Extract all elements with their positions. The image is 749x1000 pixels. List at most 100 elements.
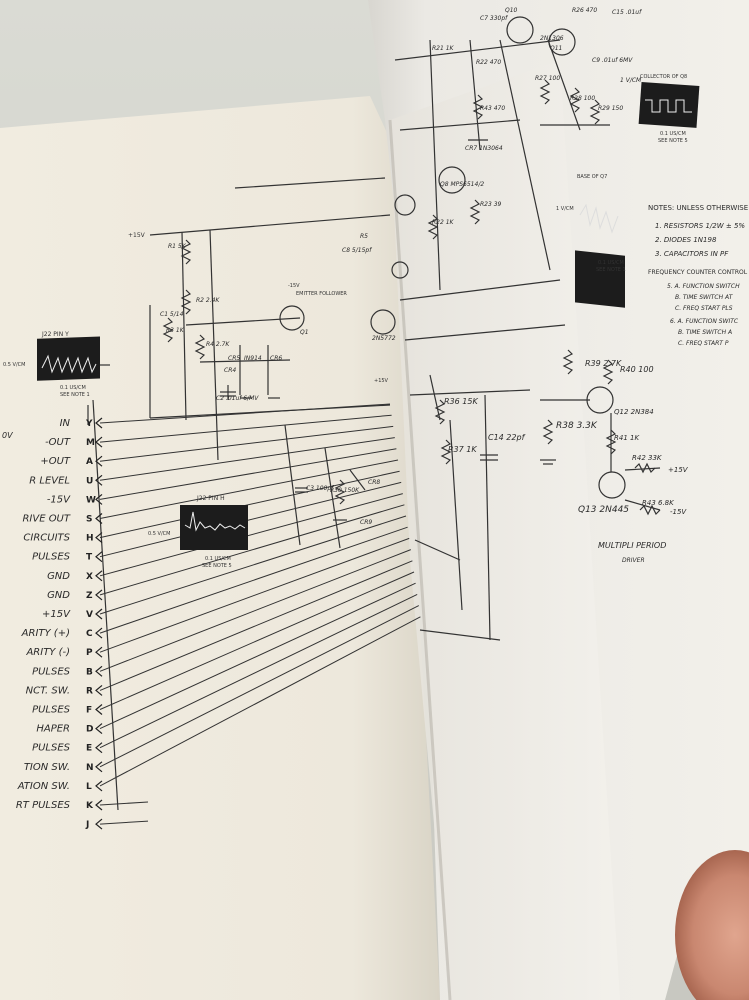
- component-label: C1 5/14: [160, 311, 184, 318]
- pin-line: [99, 459, 399, 519]
- pin-letter: T: [86, 553, 93, 563]
- pin-line: [99, 481, 402, 558]
- scope-mid-time: 0.1 US/CM: [205, 556, 231, 562]
- pin-line: [99, 470, 400, 539]
- component-label: R3 1K: [166, 327, 185, 334]
- pin-label: RT PULSES: [16, 800, 71, 811]
- pin-letter: Z: [86, 591, 93, 601]
- component-label: Q13 2N445: [578, 505, 629, 515]
- component-label: Q10: [505, 7, 518, 14]
- pin-label: R LEVEL: [29, 475, 70, 486]
- scope-mid-ref: SEE NOTE 5: [202, 563, 232, 569]
- component-label: R41 1K: [614, 434, 640, 442]
- scope-base: BASE OF Q7 1 V/CM 0.1 US/CM SEE NOTE 1: [556, 174, 626, 308]
- component-label: 2N1306: [540, 35, 564, 42]
- component-label: IN914: [244, 355, 262, 362]
- control-heading: FREQUENCY COUNTER CONTROL: [648, 269, 748, 276]
- control-item-2: B. TIME SWITCH AT: [675, 294, 734, 301]
- pin-letter: P: [86, 648, 93, 658]
- pin-chevron: [95, 665, 103, 677]
- pin-line: [99, 448, 397, 500]
- notes-line-1: 1. RESISTORS 1/2W ± 5%: [655, 222, 745, 230]
- pin-letter: L: [86, 782, 92, 792]
- pin-chevron: [95, 513, 103, 524]
- pin-line: [99, 820, 149, 825]
- scope-base-trace: [579, 203, 619, 234]
- component-label: C15 .01uf: [612, 9, 642, 16]
- pin-label: ARITY (+): [21, 628, 70, 639]
- component-label: CR7 1N3064: [465, 145, 503, 152]
- component-label: R36 15K: [444, 397, 478, 406]
- component-label: 1 V/CM: [620, 77, 642, 84]
- pin-letter: D: [86, 725, 93, 735]
- scope-base-title: BASE OF Q7: [577, 174, 607, 180]
- scope-collector-ref: SEE NOTE 5: [658, 138, 688, 144]
- pin-chevron: [95, 723, 103, 735]
- component-label: R43 6.8K: [642, 499, 675, 507]
- scope-top-time: 0.1 US/CM: [60, 385, 86, 391]
- pin-label: RIVE OUT: [22, 514, 70, 525]
- pin-letter: S: [86, 515, 92, 525]
- right-minus15: -15V: [670, 508, 687, 516]
- pin-label: TION SW.: [24, 762, 70, 773]
- scope-collector-time: 0.1 US/CM: [660, 131, 686, 137]
- component-label: R37 1K: [448, 445, 477, 454]
- scope-top: J22 PIN Y 0.5 V/CM 0.1 US/CM SEE NOTE 1: [3, 331, 100, 398]
- right-caption: MULTIPLI PERIOD: [598, 541, 666, 550]
- component-label: CR5: [228, 355, 240, 362]
- component-label: R43 470: [480, 105, 505, 112]
- pin-line: [99, 437, 395, 481]
- pin-letter: J: [85, 820, 89, 830]
- component-label: R30 150K: [330, 487, 360, 494]
- component-label: R29 150: [598, 105, 623, 112]
- pin-label: GND: [47, 590, 70, 601]
- pin-line: [99, 593, 418, 749]
- component-label: R42 33K: [632, 454, 663, 462]
- pin-chevron: [95, 493, 103, 505]
- pin-letter: N: [86, 763, 94, 773]
- pin-chevron: [95, 761, 103, 773]
- component-label: R39 2.7K: [585, 359, 622, 368]
- left-edge-0v: 0V: [2, 431, 13, 440]
- pin-chevron: [95, 646, 103, 658]
- scope-mid-scale: 0.5 V/CM: [148, 531, 170, 537]
- component-label: CR9: [360, 519, 372, 526]
- pin-letter: W: [86, 495, 96, 505]
- pin-line: [99, 403, 391, 424]
- pin-line: [99, 616, 421, 787]
- pin-label: +OUT: [40, 456, 71, 467]
- pin-chevron: [95, 684, 103, 696]
- component-label: CR6: [270, 355, 282, 362]
- component-label: Q1: [300, 329, 309, 336]
- neg-supply-label: -15V: [288, 283, 300, 289]
- pin-label: GND: [47, 571, 70, 582]
- pin-line: [99, 515, 407, 615]
- component-label: R27 100: [535, 75, 560, 82]
- component-label: R38 3.3K: [556, 421, 598, 431]
- pin-letter: F: [86, 706, 92, 716]
- component-label: C8 5/15pf: [342, 247, 372, 254]
- pin-label: IN: [60, 418, 71, 429]
- component-label: R2 2.4K: [196, 297, 220, 304]
- notes-heading: NOTES: UNLESS OTHERWISE: [648, 204, 748, 212]
- pin-letter: U: [86, 476, 93, 486]
- pin-line: [99, 582, 416, 730]
- pin-chevron: [95, 474, 103, 486]
- component-label: C3 100pf: [306, 485, 334, 492]
- pin-line: [99, 801, 149, 806]
- pin-letter: Y: [85, 419, 93, 429]
- pin-line: [99, 526, 408, 634]
- pin-line: [99, 571, 415, 710]
- pin-label: PULSES: [32, 743, 71, 754]
- scope-base-time: 0.1 US/CM: [598, 260, 624, 266]
- component-label: C2 .01uf 6/MV: [216, 395, 259, 402]
- pin-chevron: [95, 608, 103, 620]
- pin-chevron: [95, 627, 103, 639]
- right-caption2: DRIVER: [622, 557, 645, 564]
- scope-top-title: J22 PIN Y: [41, 331, 69, 338]
- scope-collector: COLLECTOR OF Q8 0.1 US/CM SEE NOTE 5: [638, 74, 700, 144]
- control-item-5: B. TIME SWITCH A: [678, 329, 732, 336]
- component-label: R5: [360, 233, 368, 240]
- emitter-follower-label: EMITTER FOLLOWER: [296, 291, 347, 297]
